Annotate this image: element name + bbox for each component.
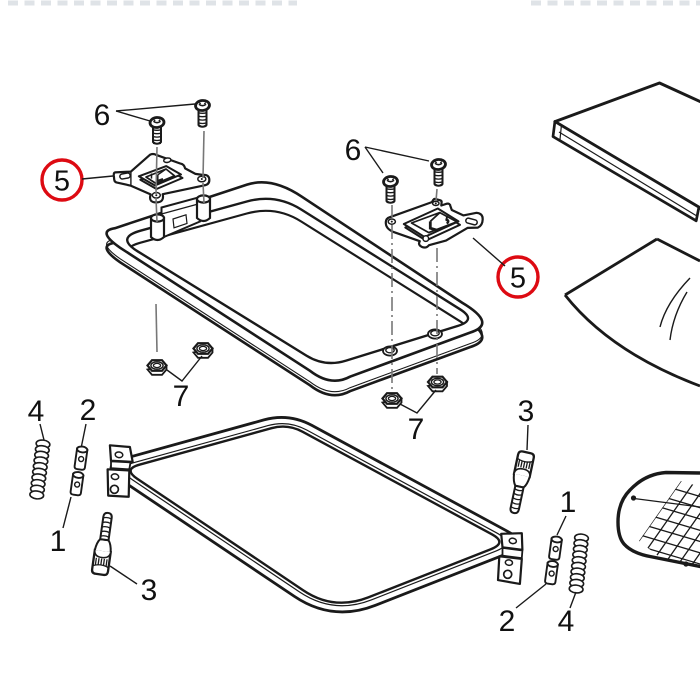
svg-text:5: 5 (510, 263, 526, 295)
svg-text:1: 1 (50, 525, 67, 558)
svg-text:1: 1 (560, 486, 577, 519)
svg-text:3: 3 (518, 395, 535, 428)
svg-text:6: 6 (345, 134, 362, 167)
svg-text:3: 3 (141, 574, 158, 607)
svg-text:7: 7 (408, 413, 425, 446)
svg-text:6: 6 (94, 99, 111, 132)
svg-text:4: 4 (558, 605, 575, 638)
svg-text:2: 2 (80, 394, 97, 427)
svg-text:4: 4 (28, 395, 45, 428)
svg-text:7: 7 (173, 380, 190, 413)
svg-text:2: 2 (499, 605, 516, 638)
svg-text:5: 5 (54, 166, 70, 198)
